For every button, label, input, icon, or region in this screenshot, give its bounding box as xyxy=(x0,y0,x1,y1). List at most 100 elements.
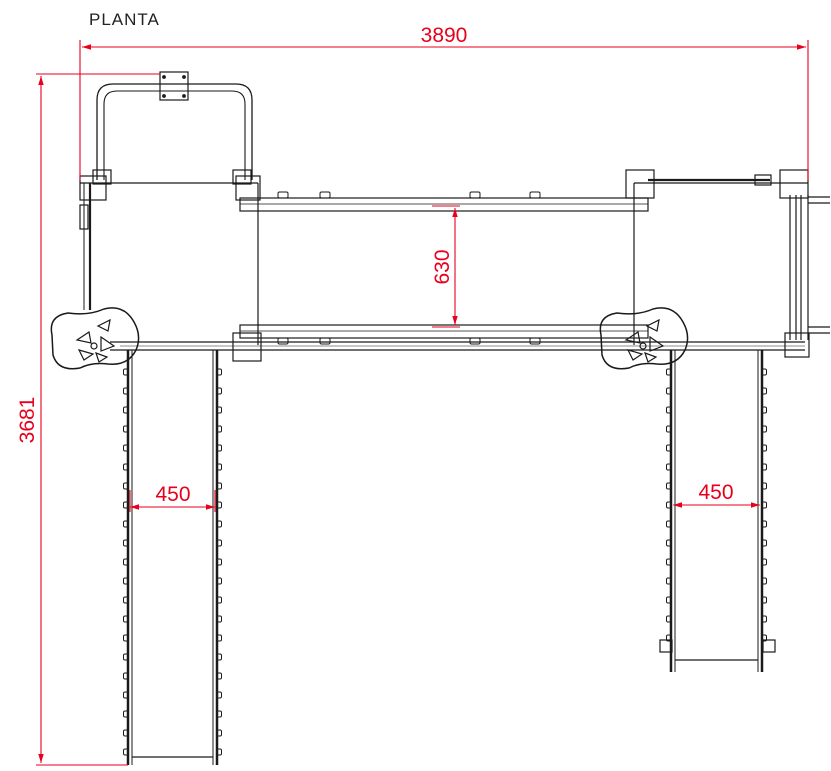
bolt xyxy=(529,191,541,199)
dim-text-right-ladder: 450 xyxy=(698,481,733,504)
connecting-beam xyxy=(110,341,805,351)
bolt xyxy=(216,615,222,623)
bolt xyxy=(761,539,767,547)
bolt xyxy=(216,672,222,680)
bolt xyxy=(216,634,222,642)
bolt xyxy=(216,748,222,756)
bolt xyxy=(216,463,222,471)
bolt xyxy=(123,463,129,471)
bolt xyxy=(666,539,672,547)
bolt xyxy=(666,501,672,509)
bolt xyxy=(216,406,222,414)
bolt xyxy=(123,748,129,756)
bolt xyxy=(216,444,222,452)
bolt xyxy=(123,691,129,699)
bolt xyxy=(123,615,129,623)
bolt xyxy=(761,577,767,585)
bolt xyxy=(319,191,331,199)
bolt xyxy=(666,463,672,471)
bolt xyxy=(666,444,672,452)
bolt xyxy=(666,406,672,414)
bolt xyxy=(216,596,222,604)
bolt xyxy=(123,425,129,433)
dimension-labels: 3890 3681 630 450 450 xyxy=(16,24,734,506)
left-climbing-panel xyxy=(50,307,140,370)
bolt xyxy=(216,729,222,737)
bolt xyxy=(123,387,129,395)
bolt xyxy=(319,337,331,345)
bolt xyxy=(216,425,222,433)
bridge-bottom-rail xyxy=(239,324,649,339)
dim-text-gap: 630 xyxy=(431,249,454,284)
bolt xyxy=(123,577,129,585)
right-tower xyxy=(625,169,830,358)
bolt xyxy=(123,539,129,547)
bolt xyxy=(123,520,129,528)
bolt xyxy=(761,520,767,528)
bolt xyxy=(123,558,129,566)
bolt xyxy=(761,596,767,604)
dim-text-height: 3681 xyxy=(16,397,39,444)
dim-text-left-ladder: 450 xyxy=(155,483,190,506)
bolt xyxy=(761,482,767,490)
bolt xyxy=(666,387,672,395)
bolt xyxy=(761,444,767,452)
bolt xyxy=(761,387,767,395)
bolt xyxy=(469,337,481,345)
bolt xyxy=(469,191,481,199)
left-tower xyxy=(79,175,262,362)
dim-text-width: 3890 xyxy=(421,24,468,47)
right-climbing-panel xyxy=(599,307,689,370)
bolt xyxy=(277,191,289,199)
bolt xyxy=(216,577,222,585)
bolt xyxy=(666,520,672,528)
handrail-loop xyxy=(92,71,253,185)
bolt xyxy=(216,558,222,566)
bolts xyxy=(123,191,767,756)
drawing-title: PLANTA xyxy=(89,10,160,29)
bolt xyxy=(216,501,222,509)
bolt xyxy=(216,520,222,528)
bolt xyxy=(761,406,767,414)
bolt xyxy=(761,425,767,433)
bolt xyxy=(216,387,222,395)
bolt xyxy=(123,444,129,452)
bolt xyxy=(761,634,767,642)
bolt xyxy=(761,368,767,376)
bolt xyxy=(123,406,129,414)
bolt xyxy=(666,634,672,642)
bolt xyxy=(666,558,672,566)
bolt xyxy=(761,615,767,623)
bolt xyxy=(666,368,672,376)
bolt xyxy=(216,368,222,376)
bolt xyxy=(666,615,672,623)
bolt xyxy=(123,634,129,642)
bolt xyxy=(666,482,672,490)
bolt xyxy=(216,539,222,547)
bridge-top-rail xyxy=(239,197,649,325)
bolt xyxy=(123,482,129,490)
structure xyxy=(50,71,830,765)
bolt xyxy=(123,653,129,661)
bolt xyxy=(529,337,541,345)
bolt xyxy=(761,558,767,566)
bolt xyxy=(123,710,129,718)
bolt xyxy=(761,501,767,509)
bolt xyxy=(761,463,767,471)
bolt xyxy=(277,337,289,345)
left-ladder xyxy=(126,350,219,765)
bolt xyxy=(666,425,672,433)
bolt xyxy=(216,710,222,718)
bolt xyxy=(123,596,129,604)
bolt xyxy=(123,501,129,509)
bolt xyxy=(216,691,222,699)
bolt xyxy=(216,482,222,490)
bolt xyxy=(123,368,129,376)
right-ladder xyxy=(659,350,776,672)
bolt xyxy=(216,653,222,661)
bolt xyxy=(666,577,672,585)
dimensions xyxy=(36,40,809,766)
bolt xyxy=(123,729,129,737)
bolt xyxy=(666,596,672,604)
